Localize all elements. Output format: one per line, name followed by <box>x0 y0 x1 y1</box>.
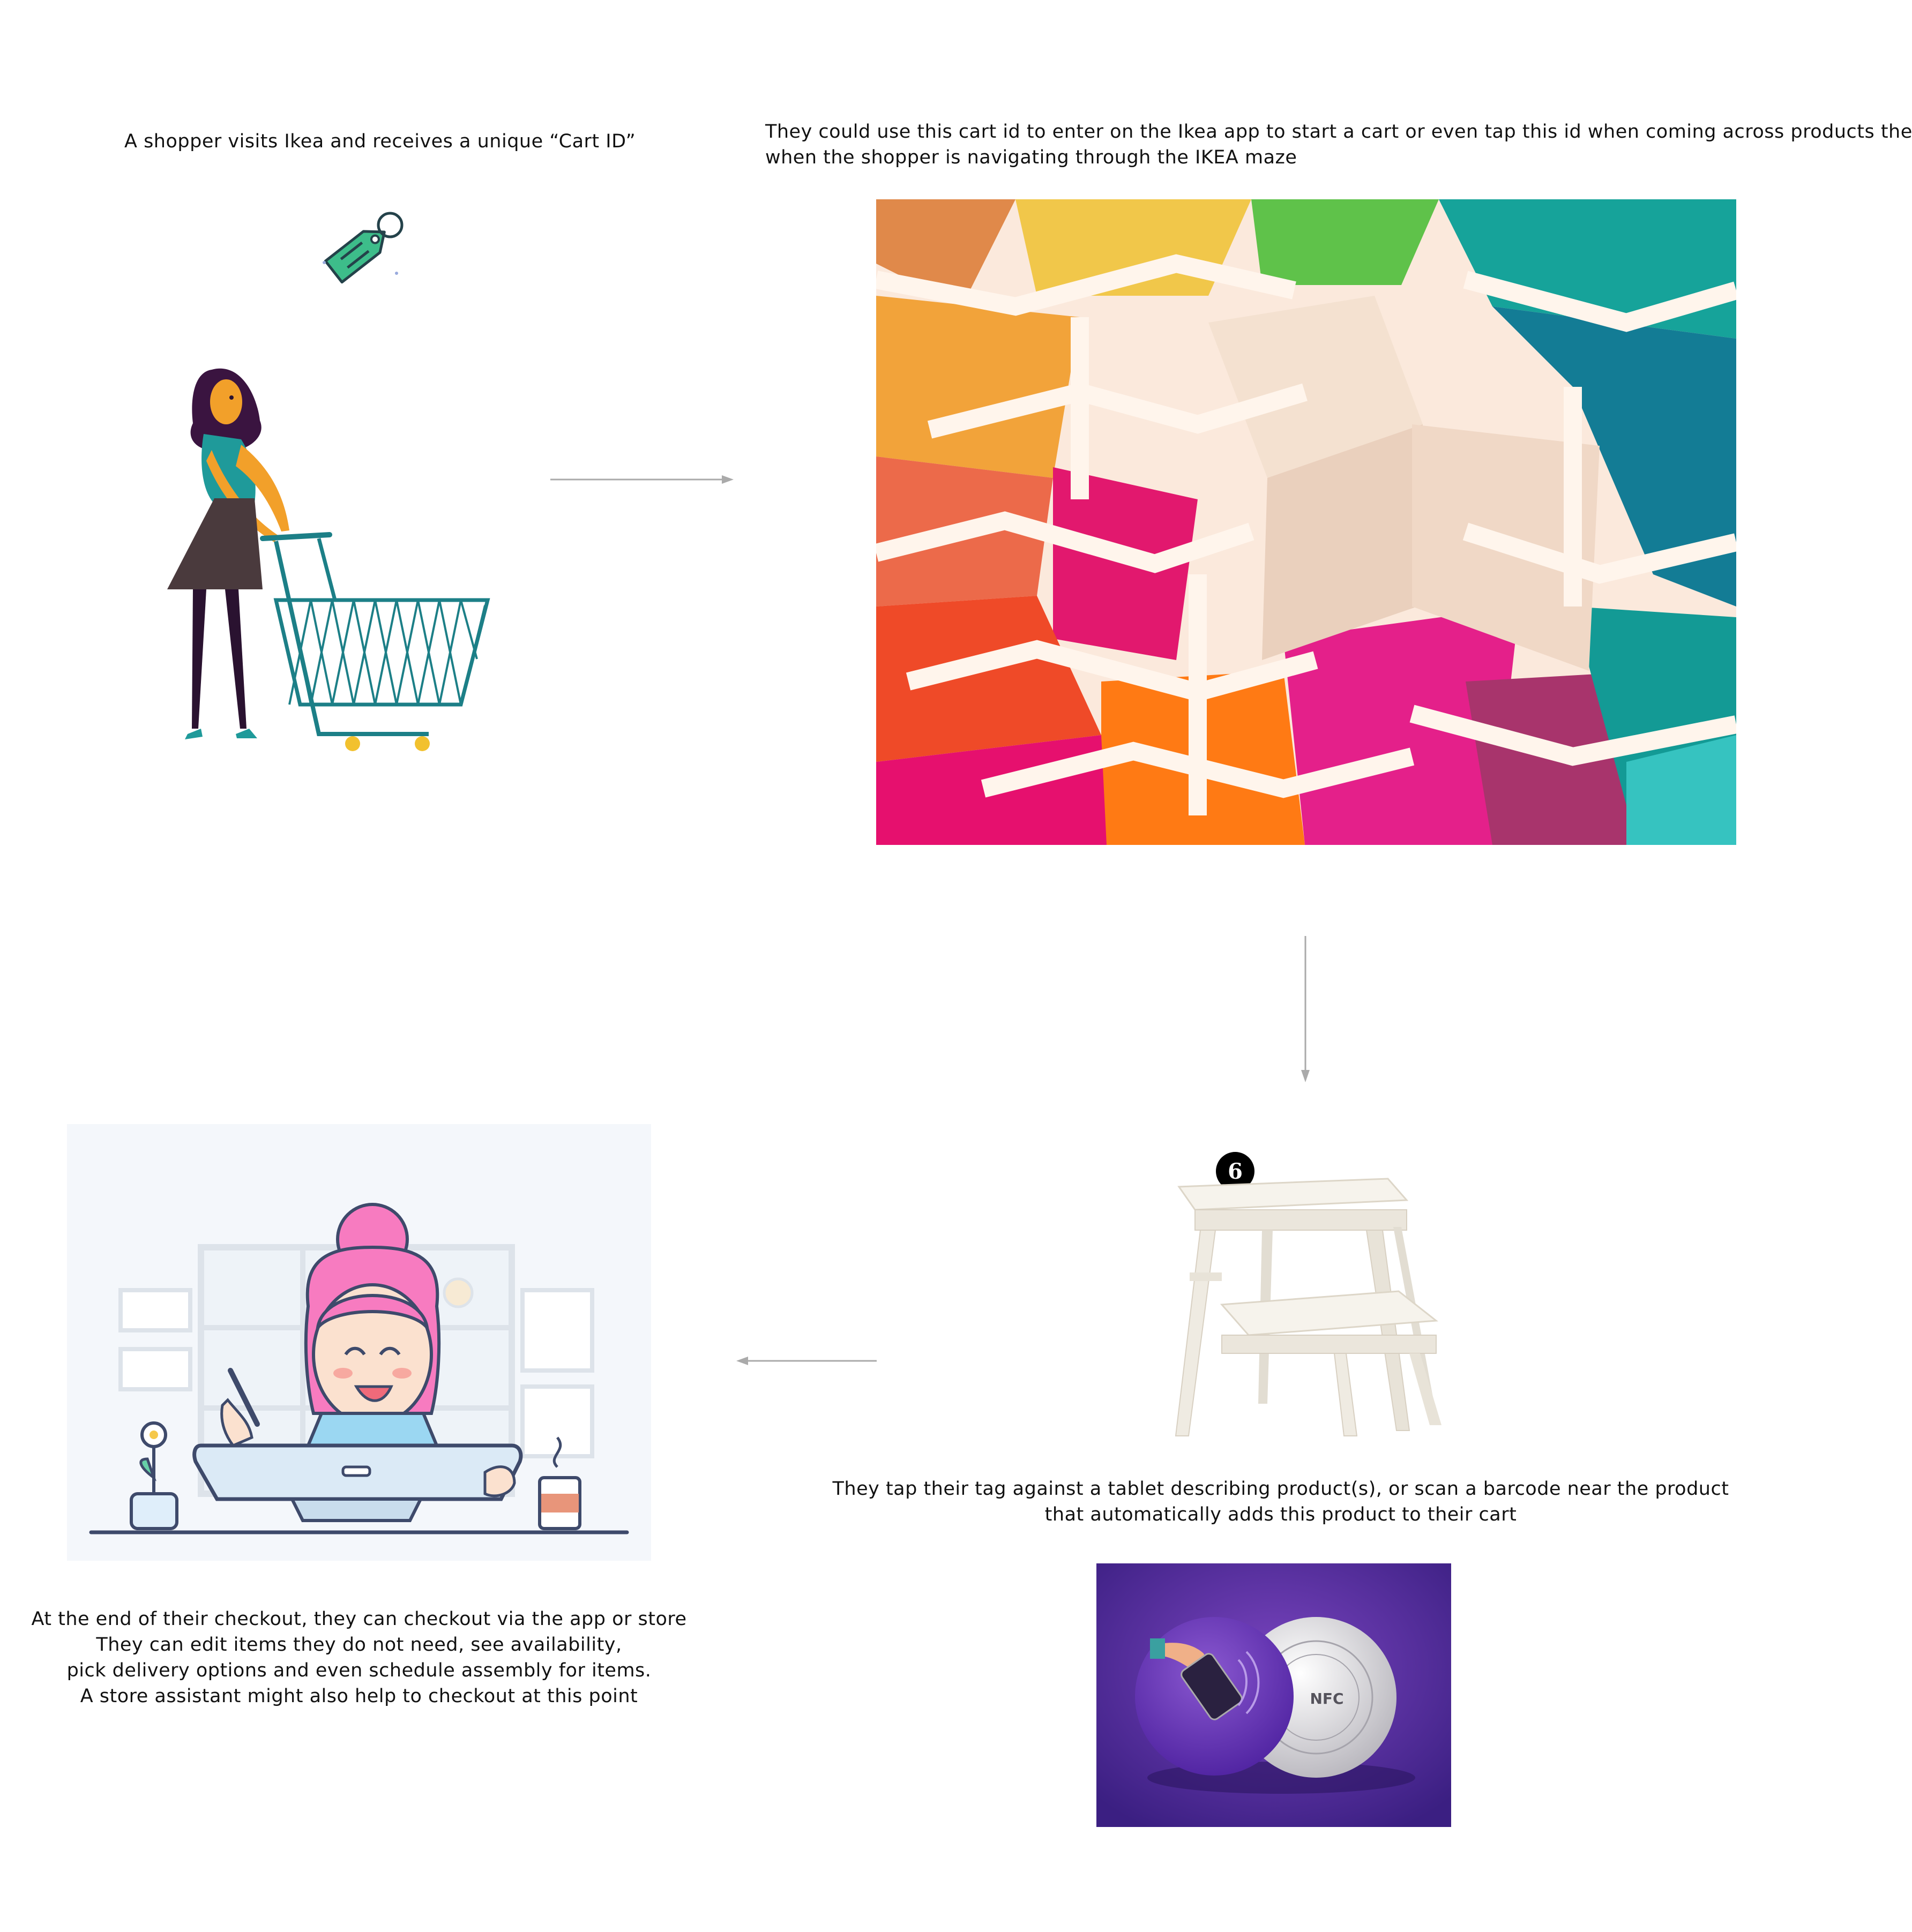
checkout-illustration <box>67 1124 651 1561</box>
nfc-label: NFC <box>1310 1690 1343 1708</box>
step2-caption-line2: when the shopper is navigating through t… <box>765 147 1297 168</box>
shopper-illustration <box>161 359 504 755</box>
nfc-tag-image: NFC <box>1096 1563 1451 1827</box>
price-tag-icon <box>316 209 407 295</box>
step4-line2: They can edit items they do not need, se… <box>96 1634 622 1656</box>
step3-caption-line1: They tap their tag against a tablet desc… <box>832 1478 1729 1500</box>
shopping-cart-icon <box>260 532 490 751</box>
ikea-maze-image <box>876 199 1736 845</box>
flow-arrow-right <box>549 471 737 488</box>
step-stool-icon: 6 <box>1157 1147 1458 1447</box>
stool-badge-number: 6 <box>1228 1159 1243 1184</box>
step2-caption-line1: They could use this cart id to enter on … <box>765 121 1912 143</box>
step4-line1: At the end of their checkout, they can c… <box>31 1608 687 1630</box>
step4-line3: pick delivery options and even schedule … <box>66 1660 652 1681</box>
step4-line4: A store assistant might also help to che… <box>80 1686 638 1707</box>
step1-caption: A shopper visits Ikea and receives a uni… <box>124 131 636 152</box>
flow-arrow-down <box>1297 935 1313 1085</box>
flow-arrow-left <box>734 1353 879 1369</box>
step3-caption-line2: that automatically adds this product to … <box>1044 1504 1517 1525</box>
